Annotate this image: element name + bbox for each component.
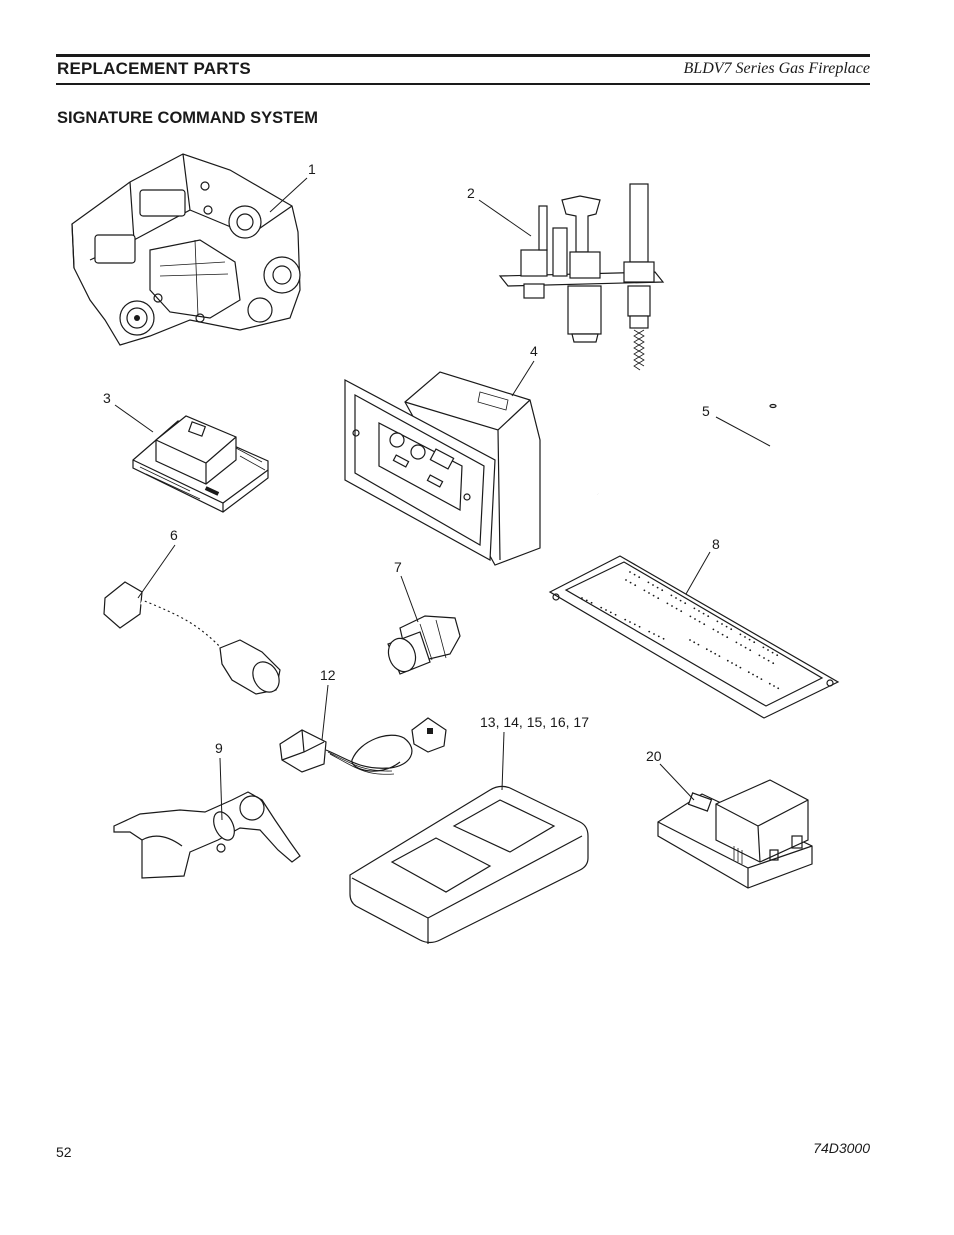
- callout-4: 4: [530, 343, 538, 359]
- callout-2: 2: [467, 185, 475, 201]
- callout-6: 6: [170, 527, 178, 543]
- page-number: 52: [56, 1144, 72, 1160]
- callout-12: 12: [320, 667, 336, 683]
- part-5-tube: [597, 403, 777, 515]
- page-title: SIGNATURE COMMAND SYSTEM: [57, 109, 318, 127]
- callout-3: 3: [103, 390, 111, 406]
- callout-1: 1: [308, 161, 316, 177]
- part-9-bracket: [113, 791, 301, 879]
- callout-8: 8: [712, 536, 720, 552]
- part-4-control-box: [344, 371, 541, 566]
- header-bottom-rule: [56, 83, 870, 85]
- part-8-burner-plate: [548, 555, 840, 719]
- part-13-17-remote: [349, 785, 589, 944]
- callout-20: 20: [646, 748, 662, 764]
- part-7-fitting: [387, 615, 461, 675]
- leader-lines: [114, 177, 771, 821]
- part-6-flex-connector: [103, 581, 281, 695]
- section-heading: REPLACEMENT PARTS: [57, 59, 251, 78]
- callout-7: 7: [394, 559, 402, 575]
- part-3-module: [132, 415, 269, 513]
- product-name: BLDV7 Series Gas Fireplace: [683, 60, 870, 77]
- part-12-sensor: [279, 717, 447, 775]
- part-1-gas-valve: [71, 153, 301, 346]
- callout-5: 5: [702, 403, 710, 419]
- part-2-pilot-assembly: [498, 183, 665, 371]
- part-20-module: [657, 779, 813, 889]
- callout-13-17: 13, 14, 15, 16, 17: [480, 714, 589, 730]
- document-number: 74D3000: [813, 1140, 870, 1156]
- callout-9: 9: [215, 740, 223, 756]
- header-top-rule: [56, 54, 870, 57]
